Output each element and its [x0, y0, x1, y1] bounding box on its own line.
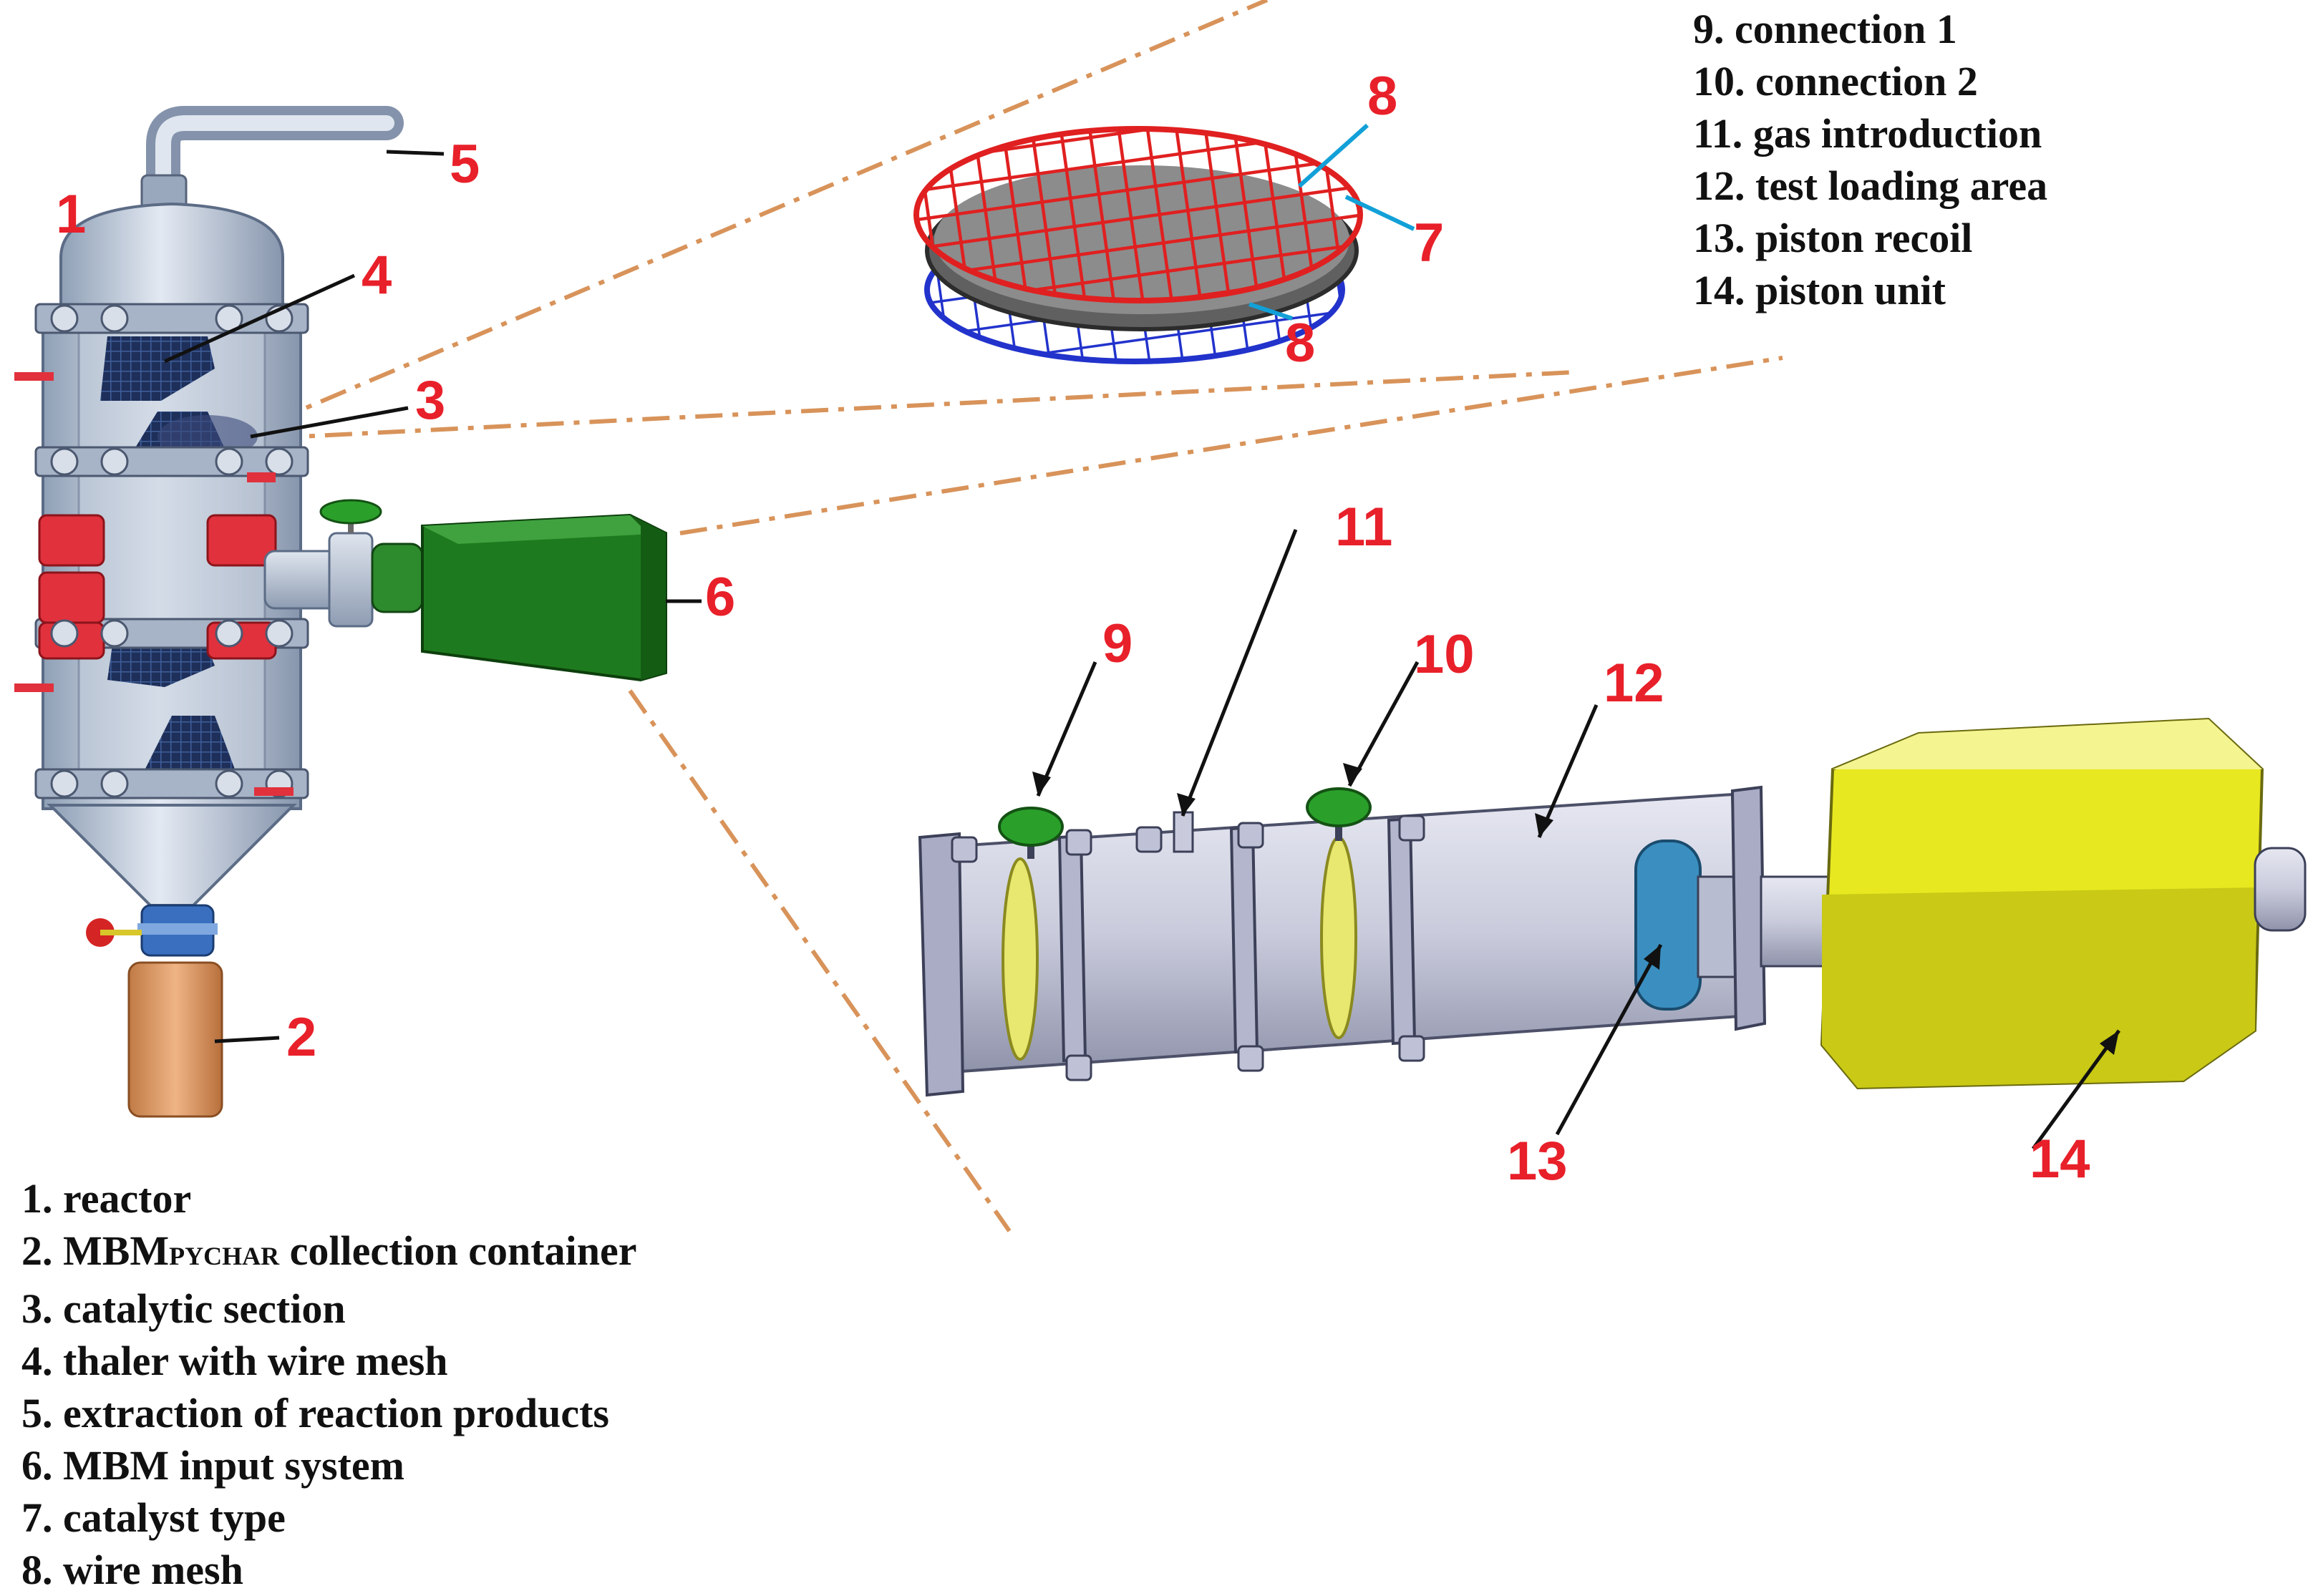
callout-1: 1 — [56, 184, 86, 245]
legend-item-6: 6. MBM input system — [21, 1442, 404, 1489]
callout-14: 14 — [2030, 1129, 2090, 1189]
leader-lines — [163, 150, 2121, 1150]
callout-9: 9 — [1102, 613, 1133, 674]
piston-recoil-disc — [1634, 840, 1702, 1011]
legend-item-10: 10. connection 2 — [1693, 58, 1978, 104]
mbm-input-system — [263, 499, 667, 682]
callout-6: 6 — [705, 567, 735, 628]
callout-8-top: 8 — [1367, 66, 1397, 127]
mesh-leader-lines — [1248, 123, 1415, 321]
lens-2 — [1320, 836, 1357, 1039]
legend-left: 1. reactor 2. MBMPYCHAR collection conta… — [21, 1172, 636, 1596]
callout-10: 10 — [1414, 624, 1475, 685]
mesh-detail — [913, 126, 1363, 364]
reactor-dome — [59, 202, 284, 316]
zoom-leader-lines — [271, 0, 1783, 1232]
callout-5: 5 — [450, 134, 480, 195]
callout-11: 11 — [1335, 497, 1392, 558]
callout-2: 2 — [286, 1007, 316, 1068]
legend-item-11: 11. gas introduction — [1693, 110, 2042, 157]
test-apparatus — [918, 717, 2307, 1097]
legend-item-7: 7. catalyst type — [21, 1494, 286, 1541]
connection-1-valve — [998, 807, 1064, 847]
legend-item-5: 5. extraction of reaction products — [21, 1390, 610, 1436]
red-wire-mesh — [913, 126, 1363, 303]
reactor-cone — [47, 804, 297, 907]
legend-right: 9. connection 1 10. connection 2 11. gas… — [1693, 3, 2047, 316]
callout-7: 7 — [1414, 213, 1444, 273]
legend-item-8: 8. wire mesh — [21, 1547, 243, 1593]
extraction-pipe — [146, 106, 404, 205]
input-valve-handwheel — [319, 499, 382, 525]
callout-4: 4 — [362, 245, 392, 306]
reactor — [14, 106, 404, 1118]
legend-item-2: 2. MBMPYCHAR collection container — [21, 1227, 637, 1274]
lens-1 — [1002, 857, 1039, 1061]
callout-13: 13 — [1507, 1131, 1568, 1192]
callout-numbers: 1 2 3 4 5 6 7 8 8 9 10 11 12 13 14 — [56, 66, 2090, 1192]
callout-3: 3 — [415, 370, 445, 431]
callout-8-bottom: 8 — [1285, 313, 1315, 374]
legend-item-3: 3. catalytic section — [21, 1285, 346, 1332]
collection-container — [127, 961, 223, 1118]
callout-12: 12 — [1604, 653, 1664, 714]
legend-item-12: 12. test loading area — [1693, 162, 2048, 209]
legend-item-4: 4. thaler with wire mesh — [21, 1338, 448, 1384]
legend-item-1: 1. reactor — [21, 1175, 192, 1222]
legend-item-14: 14. piston unit — [1693, 267, 1946, 313]
legend-item-9: 9. connection 1 — [1693, 6, 1957, 52]
legend-item-13: 13. piston recoil — [1693, 215, 1973, 261]
connection-2-valve — [1306, 787, 1372, 827]
flange-bolts — [50, 304, 294, 798]
